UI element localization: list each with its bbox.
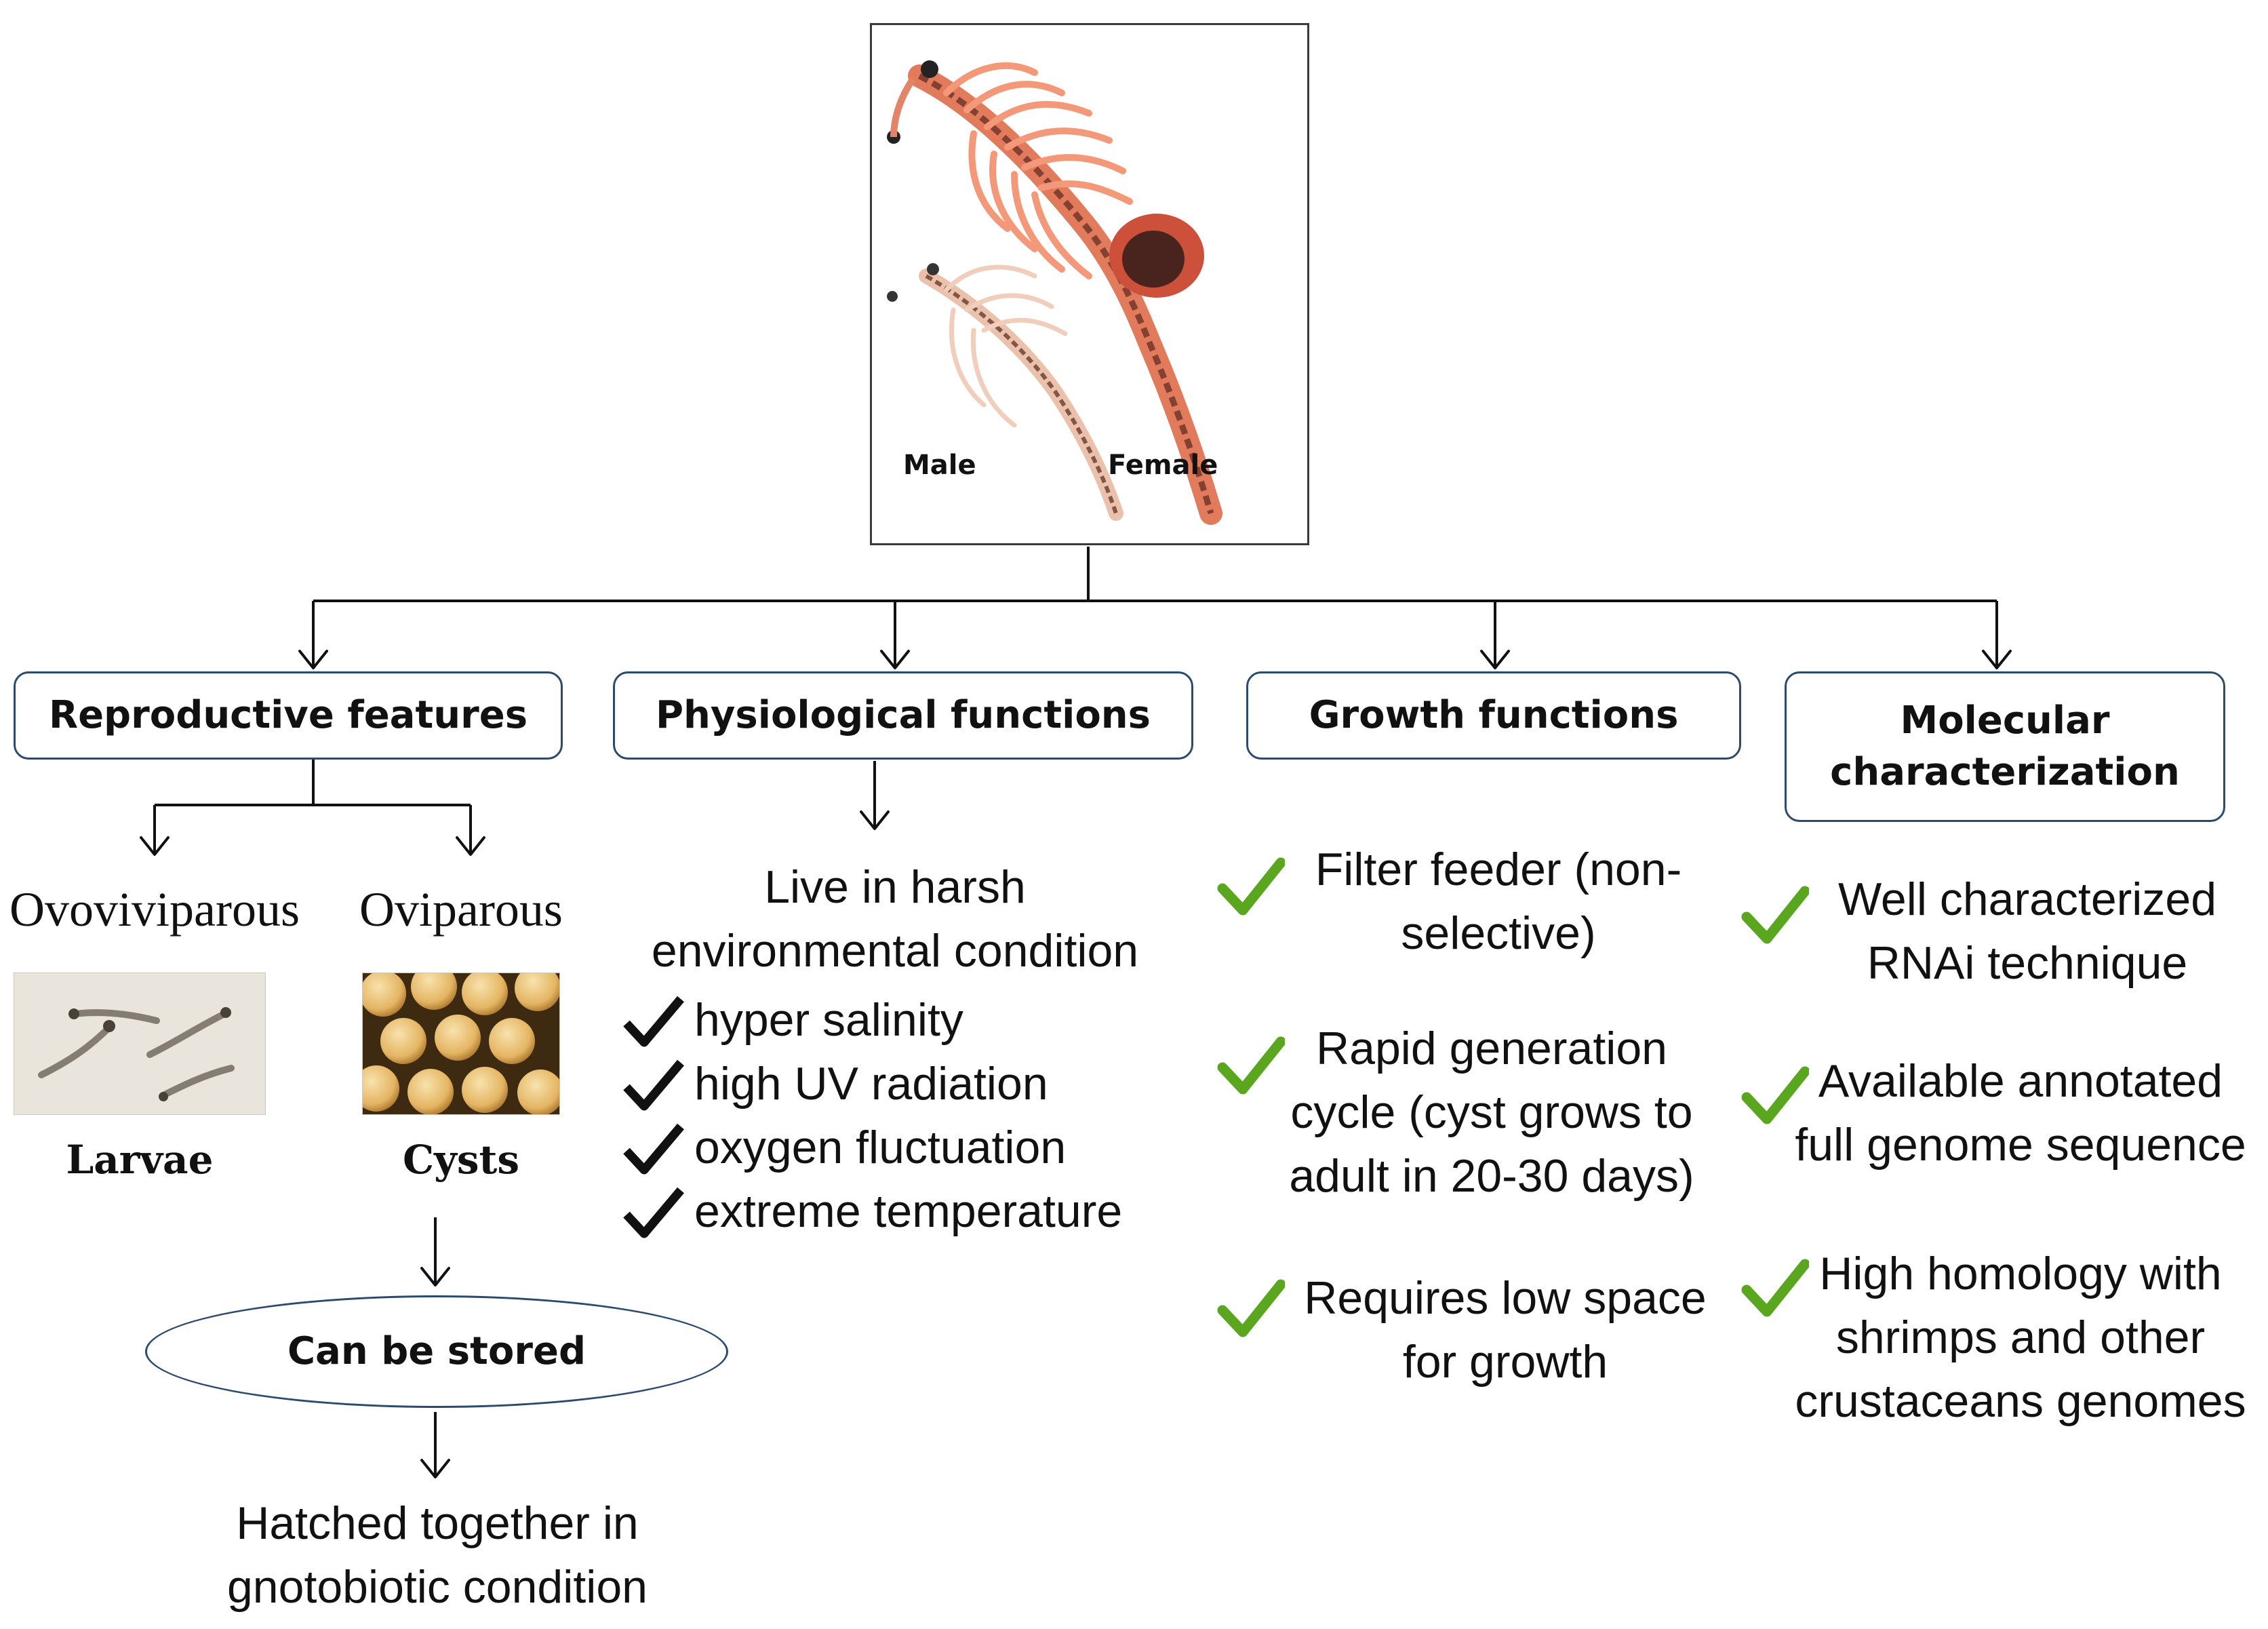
hatched-line-1: Hatched together in: [236, 1497, 639, 1549]
check-icon: [623, 1059, 684, 1111]
arrowhead-growth: [1480, 650, 1510, 669]
ovoviviparous-label: Ovoviviparous: [9, 882, 300, 937]
larvae-image: [14, 973, 266, 1115]
larvae-illustration: [38, 1007, 235, 1101]
can-be-stored-label: Can be stored: [287, 1329, 586, 1374]
check-icon: [623, 1123, 684, 1175]
box-growth-functions: Growth functions: [1246, 671, 1741, 760]
molecular-item-homology: High homology with shrimps and other cru…: [1783, 1242, 2258, 1433]
green-check-icon: [1217, 857, 1285, 916]
growth-item-line: for growth: [1402, 1335, 1608, 1388]
physiological-intro-line-2: environmental condition: [651, 924, 1139, 977]
green-check-icon: [1217, 1036, 1285, 1095]
molecular-characterization-label: Molecular characterization: [1830, 699, 2180, 794]
growth-item-line: Requires low space: [1304, 1272, 1707, 1324]
growth-item-line: Rapid generation: [1316, 1023, 1667, 1074]
physiological-intro: Live in harsh environmental condition: [610, 856, 1180, 983]
female-label: Female: [1108, 450, 1218, 481]
cysts-image: [362, 973, 560, 1115]
can-be-stored-ellipse: Can be stored: [145, 1295, 728, 1408]
physiological-functions-label: Physiological functions: [656, 693, 1151, 738]
arrowhead-physiological: [880, 650, 910, 669]
cysts-illustration: [363, 973, 559, 1114]
arrowhead-ovoviviparous: [140, 836, 170, 856]
physiological-item-label: hyper salinity: [694, 994, 963, 1046]
physiological-item: hyper salinity: [622, 989, 963, 1053]
molecular-item-line: Well characterized: [1837, 874, 2217, 925]
physiological-item-label: high UV radiation: [694, 1058, 1048, 1110]
check-icon: [623, 1187, 684, 1238]
molecular-item-rnai: Well characterized RNAi technique: [1797, 868, 2258, 996]
larvae-caption: Larvae: [66, 1137, 214, 1183]
arrowhead-reproductive: [298, 650, 328, 669]
check-icon: [623, 996, 684, 1047]
artemia-illustration: [887, 60, 1222, 525]
molecular-item-line: shrimps and other: [1835, 1311, 2206, 1363]
green-check-icon: [1217, 1279, 1285, 1337]
physiological-item-label: oxygen fluctuation: [694, 1122, 1067, 1173]
growth-item-low-space: Requires low space for growth: [1275, 1267, 1736, 1394]
growth-item-filter-feeder: Filter feeder (non- selective): [1275, 838, 1722, 966]
green-check-icon: [1741, 1066, 1809, 1124]
female-shrimp: [887, 60, 1222, 525]
physiological-intro-line-1: Live in harsh: [764, 861, 1026, 913]
green-check-icon: [1741, 1259, 1809, 1317]
box-molecular-characterization: Molecular characterization: [1785, 671, 2225, 822]
growth-item-rapid-generation: Rapid generation cycle (cyst grows to ad…: [1261, 1017, 1722, 1208]
arrowhead-cysts: [420, 1267, 450, 1287]
growth-item-line: selective): [1401, 907, 1596, 959]
molecular-item-line: RNAi technique: [1867, 937, 2188, 989]
molecular-item-genome: Available annotated full genome sequence: [1783, 1050, 2258, 1177]
box-reproductive-features: Reproductive features: [14, 671, 563, 760]
molecular-item-line: High homology with: [1819, 1248, 2222, 1299]
arrowhead-molecular: [1982, 650, 2012, 669]
physiological-item: oxygen fluctuation: [622, 1116, 1066, 1180]
male-label: Male: [903, 450, 976, 481]
green-check-icon: [1741, 886, 1809, 944]
hatched-text: Hatched together in gnotobiotic conditio…: [136, 1492, 739, 1620]
arrowhead-stored: [420, 1459, 450, 1478]
oviparous-label: Oviparous: [359, 882, 563, 937]
molecular-item-line: full genome sequence: [1795, 1118, 2246, 1171]
male-shrimp: [887, 263, 1123, 521]
molecular-item-line: Available annotated: [1818, 1055, 2223, 1107]
physiological-item-label: extreme temperature: [694, 1185, 1123, 1237]
box-physiological-functions: Physiological functions: [613, 671, 1193, 760]
cysts-caption: Cysts: [403, 1137, 519, 1183]
growth-functions-label: Growth functions: [1309, 693, 1679, 738]
growth-item-line: Filter feeder (non-: [1315, 844, 1682, 895]
growth-item-line: cycle (cyst grows to: [1290, 1086, 1693, 1138]
physiological-item: extreme temperature: [622, 1180, 1122, 1244]
growth-item-line: adult in 20-30 days): [1289, 1150, 1694, 1202]
hatched-line-2: gnotobiotic condition: [226, 1561, 648, 1613]
arrowhead-oviparous: [456, 836, 485, 856]
physiological-item: high UV radiation: [622, 1053, 1048, 1116]
reproductive-features-label: Reproductive features: [48, 693, 528, 738]
molecular-item-line: crustaceans genomes: [1795, 1375, 2246, 1427]
arrowhead-physiological-down: [860, 810, 890, 830]
artemia-photo: Male Female: [870, 23, 1309, 545]
